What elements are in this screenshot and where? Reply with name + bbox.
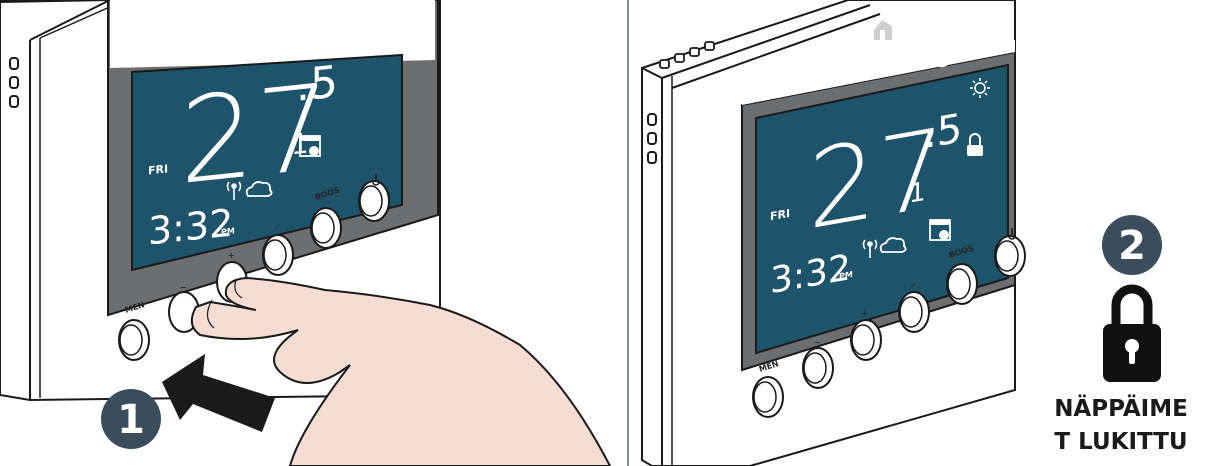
temperature-unit: °C xyxy=(296,0,325,21)
temperature-decimal: .5 xyxy=(296,57,338,112)
vent-slot xyxy=(10,96,18,107)
plus-button-label: + xyxy=(861,309,868,318)
ok-button-label: ✓ xyxy=(274,223,281,232)
program-number: 1 xyxy=(909,177,926,210)
minus-button-label: − xyxy=(814,338,821,347)
vent-slot xyxy=(10,77,18,88)
boost-button[interactable]: BOOS xyxy=(947,243,977,304)
keys-locked-line1: NÄPPÄIME xyxy=(1036,393,1206,426)
step2-number: 2 xyxy=(1118,223,1146,269)
ampm-label: PM xyxy=(221,226,235,236)
minus-button-label: − xyxy=(180,283,187,292)
thermostat-front-view: 27 .5 °C FRI 3:32 PM 1 MEN − + ✓ xyxy=(0,0,627,466)
divider xyxy=(627,0,629,466)
plus-button-label: + xyxy=(228,251,235,260)
padlock-icon xyxy=(1103,289,1161,382)
step1-panel: 27 .5 °C FRI 3:32 PM 1 MEN − + ✓ xyxy=(0,0,627,466)
temperature-decimal: .5 xyxy=(924,105,962,158)
step1-number: 1 xyxy=(117,397,145,443)
keys-locked-line2: T LUKITTU xyxy=(1036,426,1206,459)
temperature-unit: °C xyxy=(923,46,949,76)
ok-button-label: ✓ xyxy=(910,281,917,290)
vent-slot xyxy=(10,58,18,69)
keys-locked-caption: NÄPPÄIME T LUKITTU xyxy=(1036,393,1206,459)
day-label: FRI xyxy=(148,162,168,177)
boost-button[interactable]: BOOS xyxy=(311,185,341,248)
